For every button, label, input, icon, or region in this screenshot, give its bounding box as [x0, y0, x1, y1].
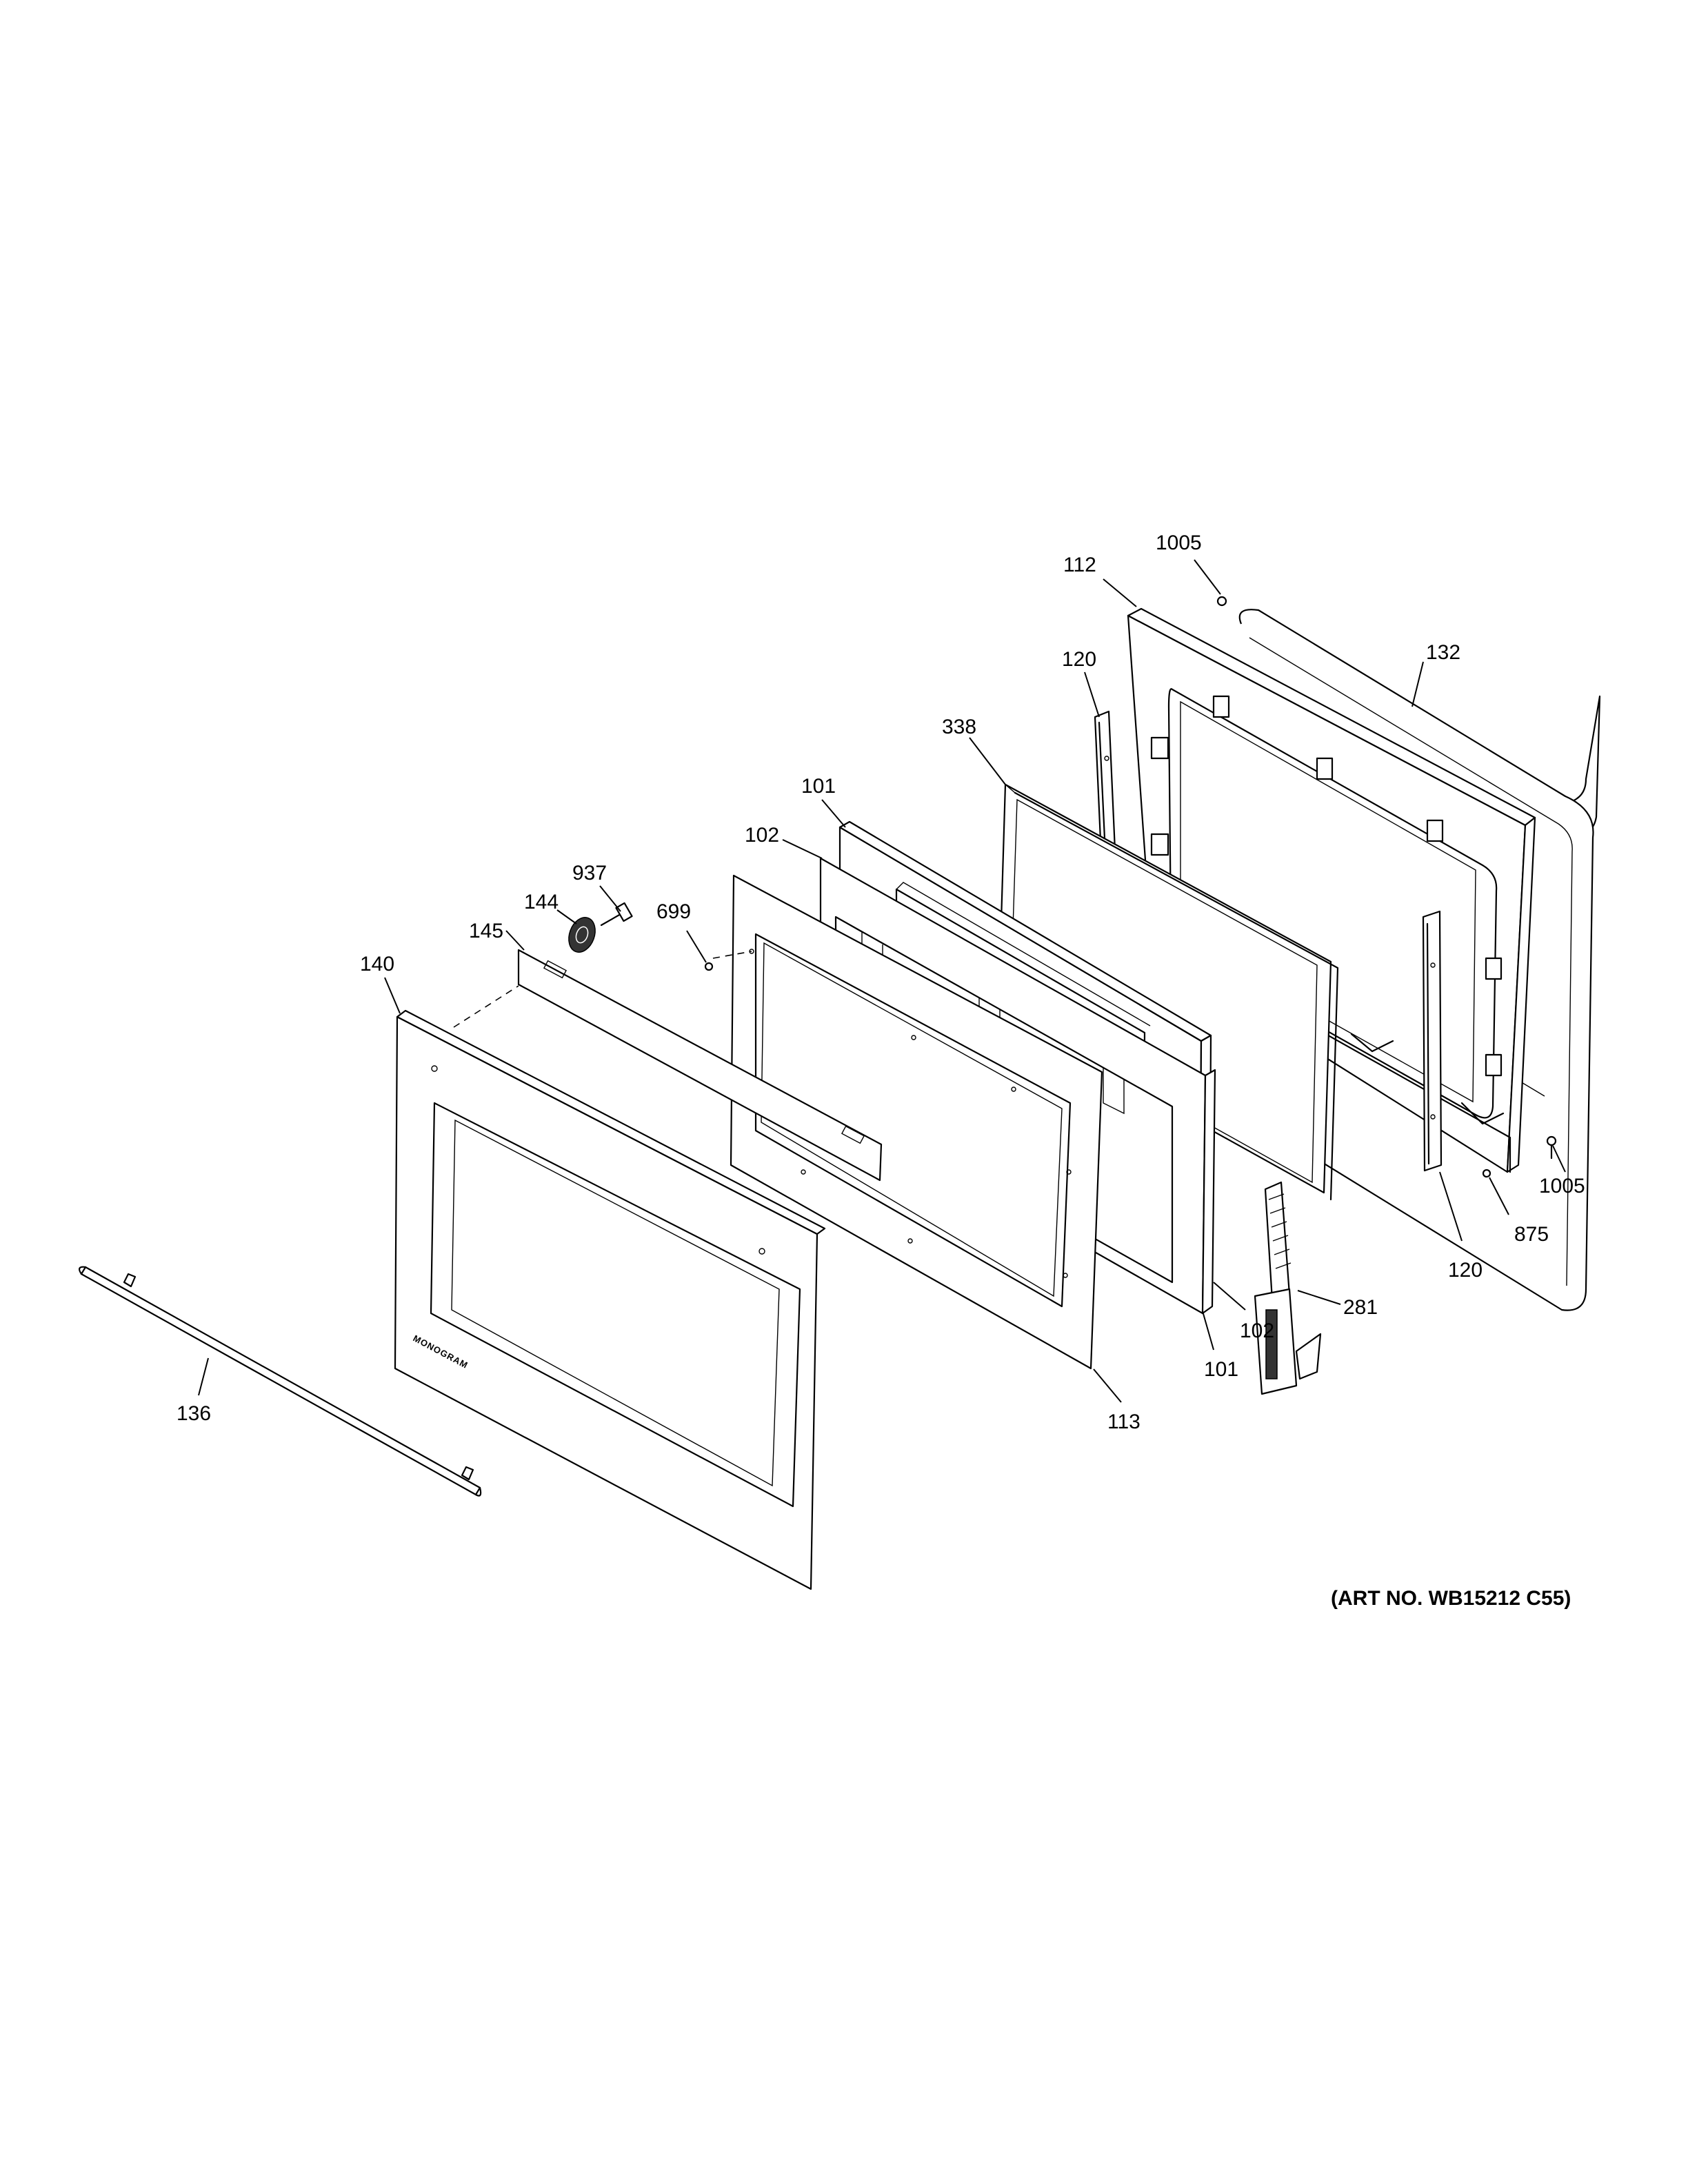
part-136-handle: [79, 1266, 482, 1497]
alignment-line: [712, 951, 752, 959]
callout-145: 145: [469, 920, 503, 942]
part-1005-screw-top: [1216, 596, 1227, 607]
callout-132: 132: [1426, 641, 1460, 664]
callout-144: 144: [524, 891, 559, 913]
part-113-door-frame: [730, 874, 1103, 1370]
callout-338: 338: [942, 716, 976, 738]
callout-102-bottom: 102: [1240, 1320, 1274, 1342]
callout-112: 112: [1063, 554, 1096, 576]
callout-937: 937: [572, 862, 607, 884]
alignment-line: [453, 985, 519, 1028]
callout-101-top: 101: [801, 775, 836, 798]
leader-lines: [198, 559, 1566, 1403]
callout-120-top: 120: [1062, 648, 1096, 671]
callout-1005-right: 1005: [1539, 1175, 1585, 1197]
callout-281: 281: [1343, 1296, 1378, 1319]
part-145-vent-plate: [517, 949, 883, 1182]
callout-labels: 1005 112 132 120 338 101 102 937 144 145…: [177, 532, 1585, 1433]
art-number: (ART NO. WB15212 C55): [1331, 1587, 1571, 1610]
callout-101-bottom: 101: [1204, 1358, 1238, 1381]
callout-140: 140: [360, 953, 394, 975]
part-120-hinge-channel-right: [1422, 910, 1443, 1172]
callout-1005-top: 1005: [1156, 532, 1202, 554]
part-281-hinge: [1254, 1181, 1322, 1395]
part-144-knob: [568, 917, 596, 953]
part-1005-screw-right: [1546, 1135, 1557, 1160]
callout-875: 875: [1514, 1223, 1549, 1246]
callout-120-bottom: 120: [1448, 1259, 1483, 1282]
callout-113: 113: [1107, 1410, 1141, 1433]
part-875-clip: [1482, 1169, 1491, 1178]
callout-136: 136: [177, 1402, 211, 1425]
part-937-screw: [600, 902, 633, 927]
callout-699: 699: [656, 900, 691, 923]
part-699-screw: [704, 962, 714, 971]
part-140-outer-door: MONOGRAM: [394, 1009, 826, 1590]
callout-102-top: 102: [745, 824, 779, 847]
